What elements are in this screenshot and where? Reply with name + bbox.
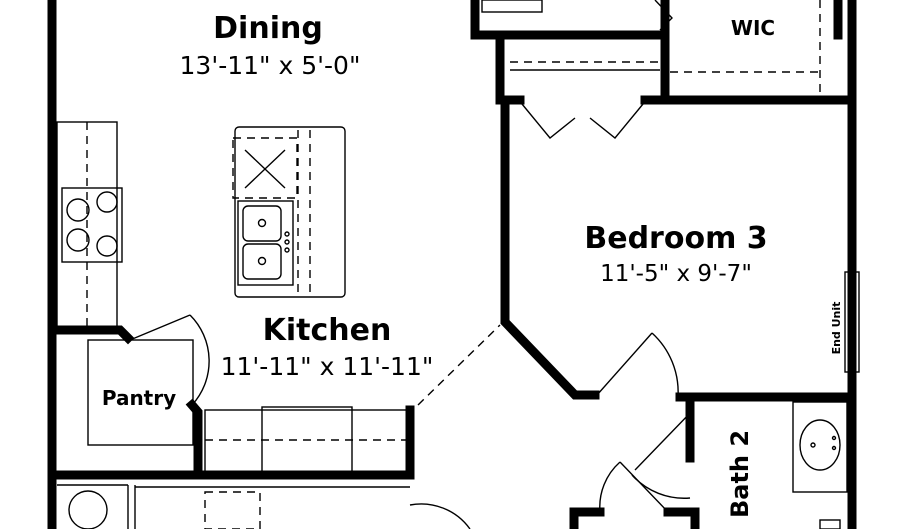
- upper-bath-wall: [470, 0, 505, 105]
- bath-sink: [799, 419, 841, 471]
- bedroom-door: [596, 332, 653, 396]
- room-size-bedroom-3: 11'-5" x 9'-7": [600, 261, 752, 287]
- bedroom-left-wall: [500, 95, 600, 400]
- dishwasher: [232, 137, 298, 199]
- water-heater: [68, 490, 108, 529]
- end-unit-window: [844, 271, 860, 373]
- range: [61, 187, 123, 263]
- room-name-bath-2: Bath 2: [726, 430, 754, 518]
- bath-door: [634, 409, 694, 471]
- doors: [129, 314, 694, 529]
- kitchen-island: [232, 126, 346, 298]
- refrigerator-space: [261, 406, 353, 474]
- bath-lower-wall-right: [663, 507, 700, 529]
- room-name-dining: Dining: [213, 11, 323, 46]
- linen-door: [619, 461, 669, 513]
- pantry-top-wall: [52, 325, 135, 345]
- opening: [417, 324, 501, 406]
- kitchen-counters: [56, 121, 411, 474]
- pantry-right-wall: [185, 398, 203, 480]
- room-name-wic: WIC: [731, 16, 775, 40]
- closet-bifold-doors: [521, 0, 673, 139]
- bath-lower-wall-left: [569, 507, 605, 529]
- closet-shelves: [481, 0, 821, 95]
- end-unit-label: End Unit: [830, 302, 843, 355]
- sink: [237, 200, 294, 286]
- room-size-dining: 13'-11" x 5'-0": [180, 51, 361, 80]
- room-name-bedroom-3: Bedroom 3: [584, 221, 767, 256]
- room-name-pantry: Pantry: [102, 386, 176, 410]
- bath-vanity: [792, 401, 848, 493]
- pantry-door: [129, 314, 191, 341]
- room-name-kitchen: Kitchen: [263, 313, 392, 348]
- fixtures: [57, 271, 860, 529]
- room-size-kitchen: 11'-11" x 11'-11": [221, 352, 434, 381]
